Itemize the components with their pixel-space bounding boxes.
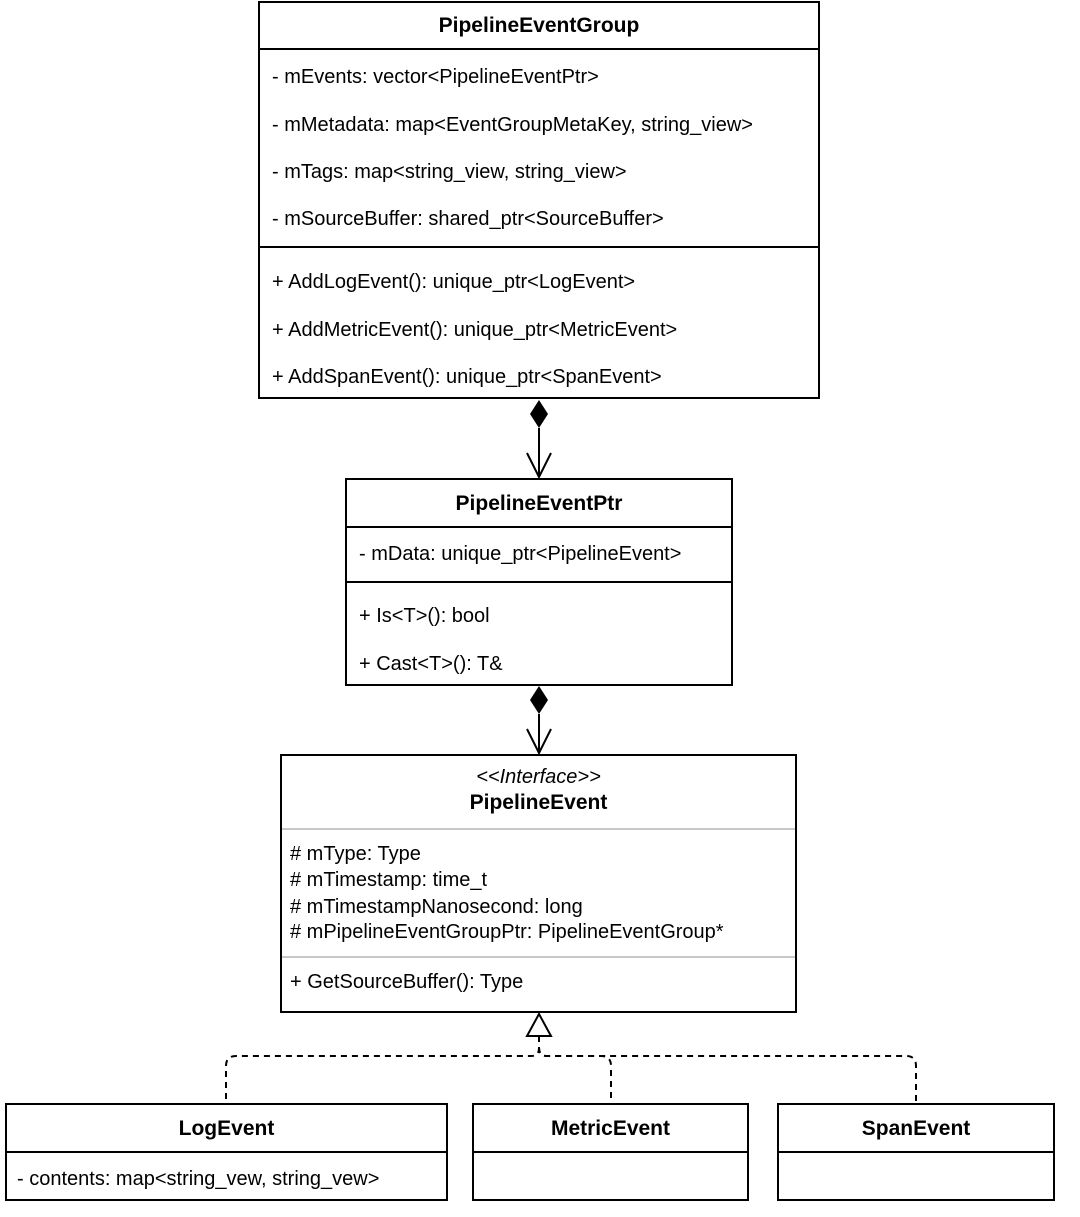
class-box-pipeline-event: <<Interface>> PipelineEvent # mType: Typ… — [280, 754, 797, 1013]
method-row: + AddLogEvent(): unique_ptr<LogEvent> — [272, 271, 636, 293]
class-name: PipelineEventGroup — [260, 3, 818, 50]
attribute-row: # mPipelineEventGroupPtr: PipelineEventG… — [290, 921, 724, 943]
class-box-pipeline-event-group: PipelineEventGroup - mEvents: vector<Pip… — [258, 1, 820, 399]
attribute-row: # mTimestampNanosecond: long — [290, 896, 583, 918]
realization-dashed-lines — [225, 1036, 917, 1103]
method-row: + GetSourceBuffer(): Type — [290, 971, 524, 993]
section-divider — [347, 581, 731, 583]
composition-diamond-icon — [530, 400, 548, 428]
attribute-row: - mTags: map<string_view, string_view> — [272, 161, 627, 183]
class-name: PipelineEventPtr — [347, 480, 731, 528]
composition-diamond-icon — [530, 686, 548, 714]
realization-triangle-icon — [525, 1011, 553, 1037]
method-row: + AddSpanEvent(): unique_ptr<SpanEvent> — [272, 366, 662, 388]
attribute-row: # mType: Type — [290, 843, 421, 865]
class-box-span-event: SpanEvent — [777, 1103, 1055, 1201]
attribute-row: - mEvents: vector<PipelineEventPtr> — [272, 66, 599, 88]
attribute-row: # mTimestamp: time_t — [290, 869, 488, 891]
attribute-row: - mData: unique_ptr<PipelineEvent> — [359, 543, 682, 565]
class-name: LogEvent — [7, 1105, 446, 1153]
method-row: + AddMetricEvent(): unique_ptr<MetricEve… — [272, 319, 678, 341]
class-box-pipeline-event-ptr: PipelineEventPtr - mData: unique_ptr<Pip… — [345, 478, 733, 686]
section-divider — [260, 246, 818, 248]
section-divider — [282, 956, 795, 958]
section-divider — [282, 828, 795, 830]
attribute-row: - mMetadata: map<EventGroupMetaKey, stri… — [272, 114, 753, 136]
attribute-row: - contents: map<string_vew, string_vew> — [17, 1168, 380, 1190]
interface-stereotype: <<Interface>> — [476, 766, 601, 788]
method-row: + Is<T>(): bool — [359, 605, 490, 627]
class-name: SpanEvent — [779, 1105, 1053, 1153]
class-box-log-event: LogEvent - contents: map<string_vew, str… — [5, 1103, 448, 1201]
attribute-row: - mSourceBuffer: shared_ptr<SourceBuffer… — [272, 208, 664, 230]
open-arrowhead-icon — [526, 452, 552, 480]
open-arrowhead-icon — [526, 728, 552, 756]
class-name: MetricEvent — [474, 1105, 747, 1153]
method-row: + Cast<T>(): T& — [359, 653, 503, 675]
class-name: PipelineEvent — [469, 791, 608, 814]
class-box-metric-event: MetricEvent — [472, 1103, 749, 1201]
